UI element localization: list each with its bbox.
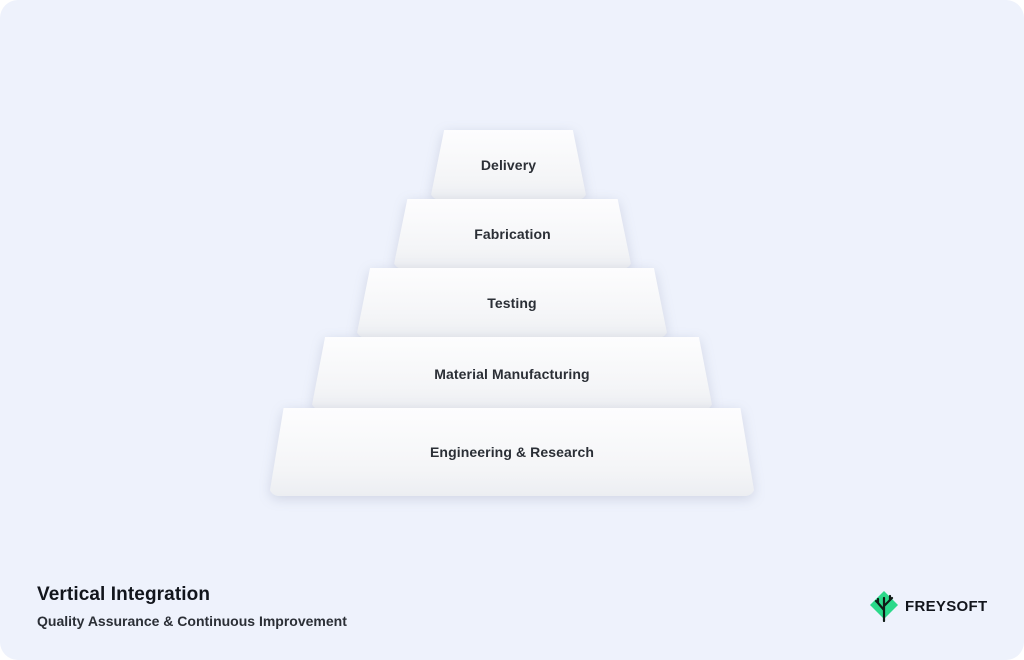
tier-shape: [430, 130, 587, 200]
pyramid-tier-engineering-research: Engineering & Research: [269, 408, 755, 496]
tier-label: Engineering & Research: [429, 444, 595, 460]
footer-subtitle: Quality Assurance & Continuous Improveme…: [37, 613, 347, 629]
tier-label: Material Manufacturing: [434, 365, 590, 382]
pyramid-diagram: Delivery Fabrication Testing Material Ma…: [269, 130, 755, 496]
brand-name: FREYSOFT: [905, 597, 988, 615]
brand-logo: FREYSOFT: [869, 590, 987, 622]
pyramid-tier-fabrication: Fabrication: [393, 199, 632, 269]
pyramid-tier-delivery: Delivery: [430, 130, 587, 200]
pyramid-tier-material-manufacturing: Material Manufacturing: [311, 337, 713, 410]
tier-shape: [393, 199, 632, 269]
tier-label: Delivery: [480, 157, 537, 173]
tier-shape: [356, 268, 668, 338]
tree-diamond-icon: [870, 591, 898, 622]
footer-title: Vertical Integration: [37, 584, 211, 605]
tier-label: Testing: [487, 295, 537, 311]
pyramid-tier-testing: Testing: [356, 268, 668, 338]
tier-shape: [269, 408, 755, 496]
tier-shape: [311, 337, 713, 410]
tier-label: Fabrication: [474, 226, 551, 242]
